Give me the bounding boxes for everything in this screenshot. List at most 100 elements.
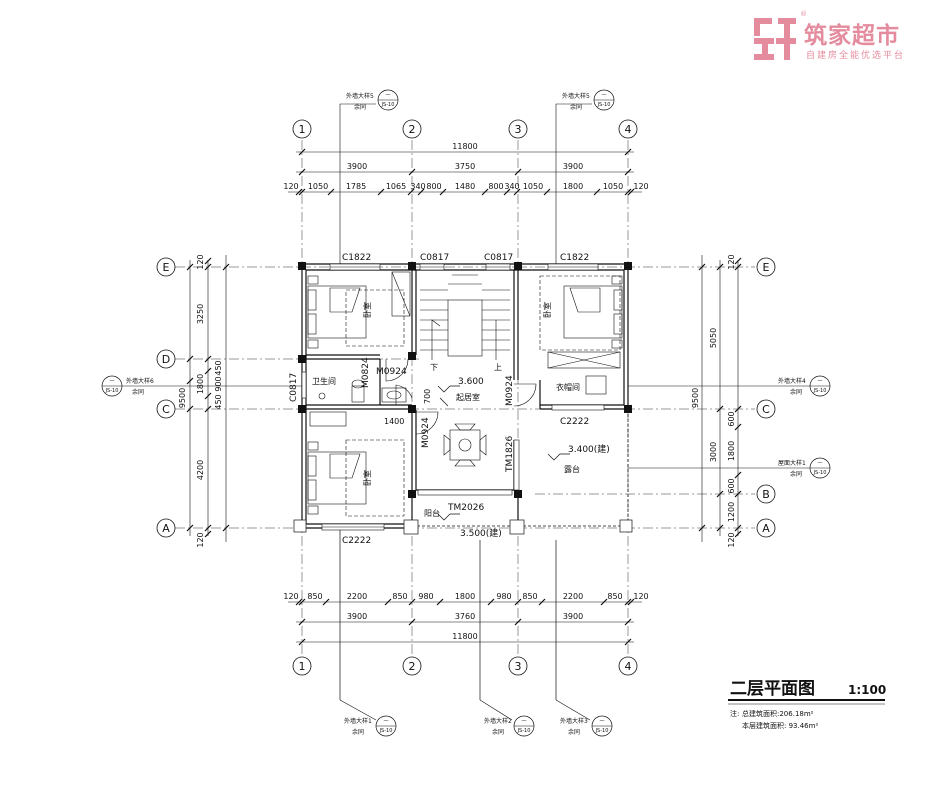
bed-sw	[307, 411, 367, 515]
closets	[345, 275, 621, 517]
callout-top2-label: 外墙大样5	[562, 92, 590, 100]
callout-bot1-label: 外墙大样1	[344, 717, 372, 725]
callout-right1-sheet: JS-10	[813, 388, 827, 394]
dim-left-d-2: 450	[214, 360, 223, 375]
dim-top-d-1: 1050	[308, 182, 328, 191]
axis-bubble-right-a	[756, 518, 776, 538]
axis-label-right-b: B	[762, 488, 770, 501]
axis-label-bottom-1: 1	[299, 660, 306, 673]
stair-down-label: 下	[430, 363, 438, 372]
dim-right-d-2: 1800	[727, 441, 736, 461]
callout-right1-label: 外墙大样4	[778, 377, 806, 385]
dim-left-d-3: 900	[214, 376, 223, 391]
dim-bot-d-2: 2200	[347, 592, 367, 601]
windows	[301, 263, 605, 531]
toilet	[351, 385, 365, 403]
door-tm2026	[417, 489, 513, 496]
dim-bot-d-3: 850	[392, 592, 407, 601]
dim-bot-mid-1: 3900	[347, 612, 367, 621]
callout-bot2-num: 一	[521, 719, 526, 725]
callout-bot2-label: 外墙大样2	[484, 717, 512, 725]
label-c2222-b: C2222	[342, 536, 371, 546]
washbasin	[381, 387, 407, 403]
dim-right-d-3: 600	[727, 478, 736, 493]
label-c1822-a: C1822	[342, 253, 371, 263]
callout-right2-label: 屋面大样1	[778, 459, 806, 467]
callout-right1-num: 一	[817, 379, 822, 385]
callout-bot3-ref: 余同	[568, 728, 580, 736]
label-c2222-a: C2222	[560, 417, 589, 427]
room-living: 起居室	[456, 392, 480, 402]
dim-top-d-3: 1065	[386, 182, 406, 191]
dim-top-d-11: 1050	[603, 182, 623, 191]
label-m0924-a: M0924	[376, 367, 407, 377]
level-balcony: 3.500(建)	[460, 527, 502, 539]
label-c1822-b: C1822	[560, 253, 589, 263]
label-c0817-a: C0817	[420, 253, 449, 263]
terrace-edge	[412, 409, 629, 527]
axis-bubble-right-e	[756, 257, 776, 277]
corner-piers	[293, 519, 633, 535]
callout-bot2-ref: 余同	[492, 728, 504, 736]
callout-top1-label: 外墙大样5	[346, 92, 374, 100]
dim-left-d-0: 120	[196, 254, 205, 269]
callout-left-sheet: JS-10	[105, 388, 119, 394]
level-terrace: 3.400(建)	[568, 443, 610, 455]
axis-bubble-bottom-2	[402, 656, 422, 676]
watermark-logo: ® 筑家超市 自建房全能优选平台	[750, 10, 930, 66]
dimension-lines	[189, 151, 739, 643]
callout-bot3-num: 一	[599, 719, 604, 725]
watermark-mark-icon	[754, 18, 796, 60]
callout-top1-sheet: JS-10	[381, 102, 395, 108]
room-balcony: 阳台	[424, 508, 440, 518]
dim-right-d-1: 600	[727, 411, 736, 426]
door-swings	[385, 358, 537, 435]
callout-bot1-sheet: JS-10	[379, 728, 393, 734]
callout-top2-sheet: JS-10	[597, 102, 611, 108]
staircase	[420, 274, 510, 360]
window-c0817-side	[301, 371, 307, 399]
callout-right2-ref: 余同	[790, 470, 802, 478]
axis-bubble-left-d	[156, 349, 176, 369]
dim-bot-d-6: 980	[496, 592, 511, 601]
dim-bot-d-1: 850	[307, 592, 322, 601]
watermark-name: 筑家超市	[804, 23, 900, 49]
dim-top-d-6: 1480	[455, 182, 475, 191]
axis-label-bottom-3: 3	[515, 660, 522, 673]
axis-bubble-right-b	[756, 484, 776, 504]
window-c2222-a	[551, 404, 605, 411]
callout-bot2-sheet: JS-10	[517, 728, 531, 734]
label-c0817-b: C0817	[484, 253, 513, 263]
callout-bot1-num: 一	[383, 719, 388, 725]
dim-right-d-5: 120	[727, 532, 736, 547]
level-living: 3.600	[458, 377, 484, 387]
axis-bubbles	[156, 119, 776, 676]
label-m0924-c: M0924	[421, 417, 431, 448]
dim-left-d-4: 1800	[196, 374, 205, 394]
label-m0824: M0824	[361, 357, 371, 388]
axis-label-left-d: D	[162, 353, 170, 366]
callout-bot3-label: 外墙大样3	[560, 717, 588, 725]
axis-label-top-2: 2	[409, 123, 416, 136]
label-width-1400: 1400	[384, 417, 404, 426]
callout-top1-num: 一	[385, 93, 390, 99]
axis-bubble-right-c	[756, 399, 776, 419]
label-c0817-side: C0817	[289, 373, 299, 402]
dim-bot-mid-3: 3900	[563, 612, 583, 621]
dim-top-d-12: 120	[633, 182, 648, 191]
callout-right2-sheet: JS-10	[813, 470, 827, 476]
axis-label-top-3: 3	[515, 123, 522, 136]
dim-top-total: 11800	[452, 142, 477, 151]
dim-bot-d-5: 1800	[455, 592, 475, 601]
drawing-scale: 1:100	[848, 683, 886, 697]
note-label: 注:	[730, 709, 739, 718]
callout-right1-ref: 余同	[790, 388, 802, 396]
room-closet: 衣帽间	[556, 382, 580, 392]
watermark-slogan: 自建房全能优选平台	[806, 51, 906, 61]
room-bath: 卫生间	[312, 376, 336, 386]
dim-bot-d-4: 980	[418, 592, 433, 601]
axis-label-top-1: 1	[299, 123, 306, 136]
callout-top2-ref: 余同	[570, 103, 582, 111]
dim-left-d-5: 450	[214, 394, 223, 409]
